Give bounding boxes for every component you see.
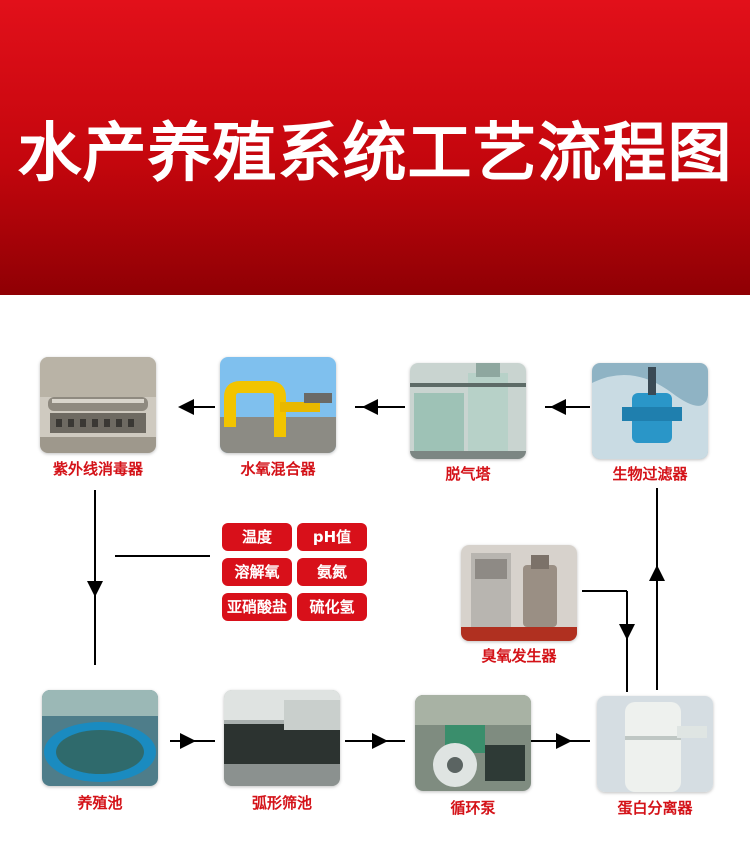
ozone-generator-label: 臭氧发生器: [481, 647, 557, 665]
arrow-down-from-ozone: [619, 624, 635, 640]
arrow-up-to-biofilter: [649, 565, 665, 581]
biofilter-image: [592, 363, 708, 459]
water-oxygen-mixer-icon: [220, 357, 336, 453]
param-badge: 温度: [222, 523, 292, 551]
arc-screen-pool-icon: [224, 690, 340, 786]
culture-pond-icon: [42, 690, 158, 786]
degassing-tower-label: 脱气塔: [445, 465, 491, 483]
culture-pond-image: [42, 690, 158, 786]
biofilter-icon: [592, 363, 708, 459]
param-badge: pH值: [297, 523, 367, 551]
arc-screen-pool-label: 弧形筛池: [251, 794, 312, 812]
circulation-pump-image: [415, 695, 531, 791]
page-title: 水产养殖系统工艺流程图: [17, 117, 733, 191]
degassing-tower-icon: [410, 363, 526, 459]
ozone-generator-icon: [461, 545, 577, 641]
param-badge: 溶解氧: [222, 558, 292, 586]
protein-skimmer-icon: [597, 696, 713, 792]
circulation-pump-icon: [415, 695, 531, 791]
culture-pond-label: 养殖池: [77, 794, 123, 812]
header-banner: 水产养殖系统工艺流程图: [0, 0, 750, 295]
protein-skimmer-image: [597, 696, 713, 792]
arrow-left-to-uv: [178, 399, 194, 415]
arc-screen-pool-image: [224, 690, 340, 786]
biofilter-label: 生物过滤器: [612, 465, 688, 483]
protein-skimmer-label: 蛋白分离器: [617, 799, 693, 817]
uv-sterilizer-icon: [40, 357, 156, 453]
degassing-tower-image: [410, 363, 526, 459]
uv-sterilizer-image: [40, 357, 156, 453]
ozone-generator-image: [461, 545, 577, 641]
arrow-right-to-skimmer: [556, 733, 572, 749]
water-oxygen-mixer-image: [220, 357, 336, 453]
water-oxygen-mixer-label: 水氧混合器: [240, 460, 316, 478]
arrow-right-to-screen: [180, 733, 196, 749]
param-badge: 硫化氢: [297, 593, 367, 621]
uv-sterilizer-label: 紫外线消毒器: [52, 460, 143, 478]
param-badge: 氨氮: [297, 558, 367, 586]
arrow-down-to-pond: [87, 581, 103, 597]
param-badge: 亚硝酸盐: [222, 593, 292, 621]
arrow-left-to-degas: [550, 399, 566, 415]
arrow-left-to-mixer: [362, 399, 378, 415]
circulation-pump-label: 循环泵: [450, 799, 496, 817]
arrow-right-to-pump: [372, 733, 388, 749]
